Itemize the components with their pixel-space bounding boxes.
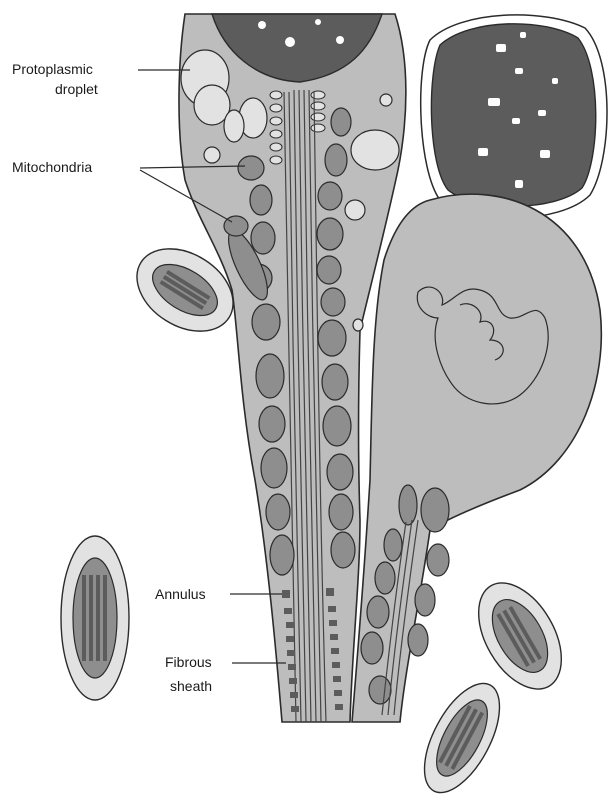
label-mitochondria: Mitochondria [12,159,92,175]
callout-annulus: Annulus [155,586,282,602]
label-protoplasmic-line1: Protoplasmic [12,61,93,77]
tail-cross-section-4 [409,672,515,803]
label-fibrous-line1: Fibrous [165,654,212,670]
adjacent-sperm-head [421,15,607,218]
adjacent-cytoplasmic-body [352,194,601,722]
callout-fibrous-sheath: Fibrous sheath [165,654,286,694]
label-annulus: Annulus [155,586,206,602]
label-protoplasmic-line2: droplet [55,81,98,97]
adjacent-cytoplasm [352,194,601,722]
tail-cross-section-2 [61,536,129,700]
adjacent-head-nucleus [431,24,595,206]
label-fibrous-line2: sheath [170,678,212,694]
callout-protoplasmic-droplet: Protoplasmic droplet [12,61,190,97]
